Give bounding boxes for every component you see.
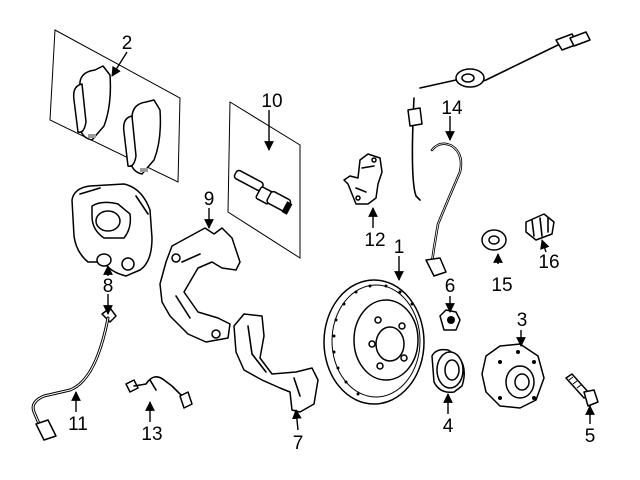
- callout-2: 2: [122, 33, 133, 54]
- callout-13: 13: [141, 424, 162, 445]
- callout-15: 15: [491, 275, 512, 296]
- sensor-bracket-part[interactable]: [343, 153, 383, 205]
- brake-rotor-part[interactable]: [323, 279, 425, 405]
- seal-part[interactable]: [481, 229, 507, 251]
- callout-4: 4: [443, 416, 454, 437]
- leader-lines: [71, 51, 595, 431]
- brake-line-part[interactable]: [125, 376, 193, 409]
- wear-sensor-part[interactable]: [407, 31, 591, 277]
- callout-16: 16: [538, 252, 559, 273]
- callout-9: 9: [204, 189, 215, 210]
- guide-pin-kit-part[interactable]: [227, 101, 301, 259]
- callout-10: 10: [261, 91, 282, 112]
- callout-labels: 2 10 9 8 1 6 3 4 5 7 11 13 12 14 15 16: [68, 33, 595, 454]
- bolt-part[interactable]: [565, 373, 599, 407]
- callout-5: 5: [585, 426, 596, 447]
- brake-pads-part[interactable]: [49, 29, 181, 183]
- callout-8: 8: [103, 276, 114, 297]
- callout-12: 12: [364, 230, 385, 251]
- splash-shield-part[interactable]: [233, 313, 319, 413]
- callout-1: 1: [394, 237, 405, 258]
- caliper-part[interactable]: [71, 183, 153, 277]
- nut-part[interactable]: [439, 309, 461, 331]
- clip-part[interactable]: [525, 213, 555, 241]
- caliper-bracket-part[interactable]: [159, 227, 241, 343]
- callout-7: 7: [293, 433, 304, 454]
- callout-14: 14: [441, 98, 463, 119]
- callout-3: 3: [517, 310, 528, 331]
- wheel-hub-part[interactable]: [481, 343, 545, 409]
- wheel-bearing-part[interactable]: [431, 348, 465, 394]
- callout-6: 6: [445, 276, 456, 297]
- callout-11: 11: [68, 414, 88, 435]
